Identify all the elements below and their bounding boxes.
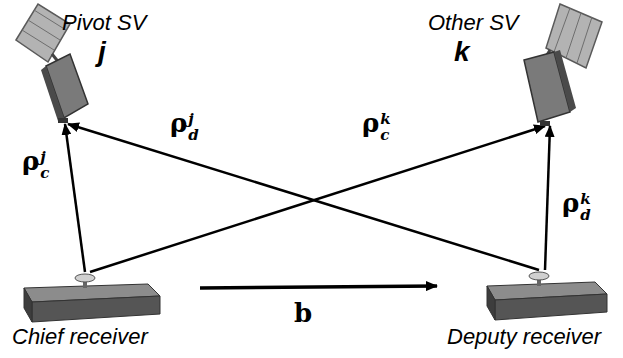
baseline-vector — [200, 286, 437, 288]
satellite-index: j — [98, 36, 106, 68]
subscript: d — [188, 128, 199, 144]
index-stack: jc — [40, 150, 49, 182]
subscript: c — [40, 166, 49, 182]
subscript: c — [380, 128, 390, 144]
vector-label: ρkc — [360, 110, 393, 143]
pivot-satellite: Pivot SVj — [8, 2, 153, 124]
vector-label: ρkd — [560, 190, 593, 223]
superscript: k — [580, 192, 591, 208]
node-title: Pivot SV — [62, 10, 146, 35]
range-vector — [90, 126, 545, 272]
vector-label: ρjc — [20, 148, 51, 181]
superscript: j — [188, 112, 199, 128]
range-vector — [68, 124, 539, 270]
other-satellite: Other SVk — [420, 2, 615, 126]
vector-symbol: ρ — [22, 146, 39, 176]
vector-symbol: ρ — [362, 108, 379, 138]
satellite-index: k — [454, 36, 470, 68]
index-stack: jd — [188, 112, 199, 144]
node-title: Deputy receiver — [447, 324, 601, 349]
vector-label: b — [292, 300, 314, 326]
range-vector — [65, 124, 85, 272]
index-stack: kc — [380, 112, 390, 144]
subscript: d — [580, 208, 591, 224]
superscript: j — [40, 150, 49, 166]
index-stack: kd — [580, 192, 591, 224]
range-vector — [545, 126, 550, 270]
superscript: k — [380, 112, 390, 128]
node-title: Other SV — [428, 10, 518, 35]
vector-symbol: b — [294, 298, 312, 328]
vector-symbol: ρ — [170, 108, 187, 138]
vector-symbol: ρ — [562, 188, 579, 218]
chief-receiver: Chief receiver — [10, 272, 200, 352]
deputy-receiver: Deputy receiver — [437, 270, 619, 352]
node-title: Chief receiver — [12, 324, 148, 349]
vector-label: ρjd — [168, 110, 201, 143]
